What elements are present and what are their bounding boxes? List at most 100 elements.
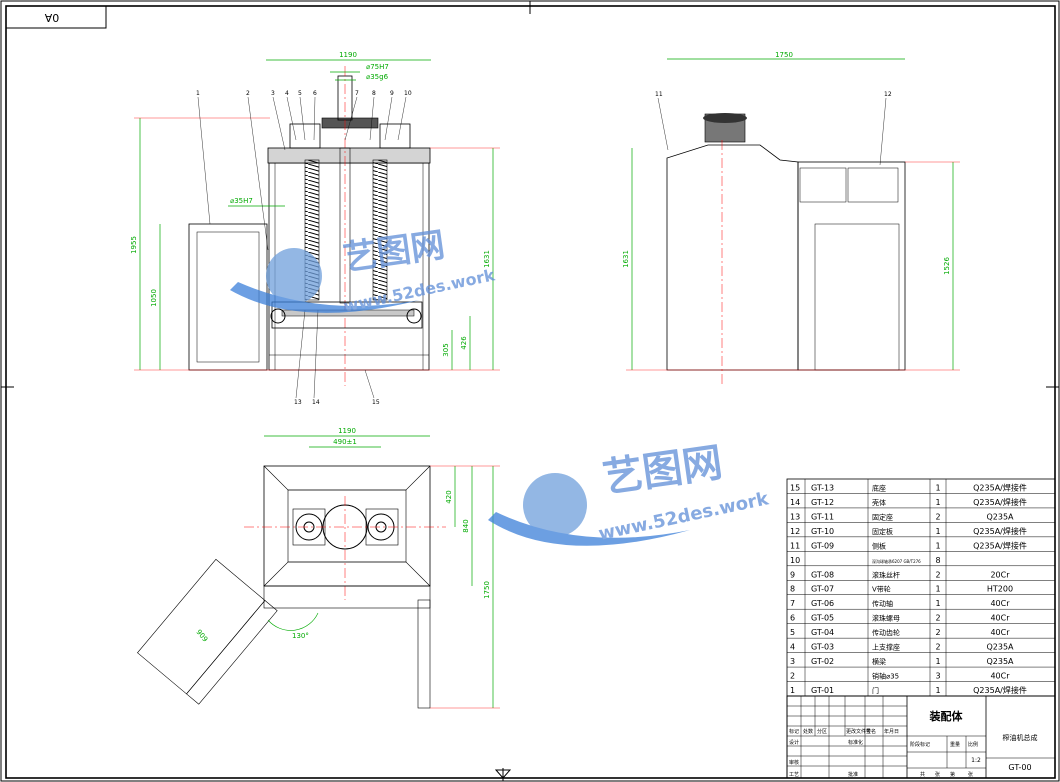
label-change-doc: 更改文件号: [846, 728, 871, 735]
dim-bore-75-label: ⌀75H7: [366, 63, 389, 71]
side-door: [814, 223, 900, 371]
bom-cell-qty: 2: [935, 614, 940, 623]
bom-cell-name: 门: [872, 686, 879, 695]
front-view: 1190 ⌀75H7 ⌀35g6 ⌀35H7 1955 1050 1631 42…: [130, 51, 500, 406]
label-mark: 标记: [789, 728, 799, 735]
watermark-globe: [266, 248, 322, 304]
bom-cell-no: 14: [790, 498, 800, 507]
balloon-10: 10: [404, 90, 412, 97]
balloon-14: 14: [312, 399, 320, 406]
bom-cell-no: 11: [790, 541, 800, 550]
stamp-text: 0A: [44, 11, 59, 24]
bom-cell-qty: 2: [935, 512, 940, 521]
bom-cell-name: 壳体: [872, 498, 886, 507]
side-compartment-1: [799, 167, 847, 203]
pivot-right: [406, 308, 422, 324]
bom-cell-code: GT-05: [811, 614, 834, 623]
balloon-8: 8: [372, 90, 376, 97]
bom-cell-mat: Q235A/焊接件: [973, 526, 1027, 536]
balloon-15: 15: [372, 399, 380, 406]
watermark-swoosh: [230, 282, 420, 313]
bom-cell-qty: 1: [935, 541, 940, 550]
plan-dim-1750-label: 1750: [483, 581, 491, 599]
bom-cell-qty: 1: [935, 498, 940, 507]
bom-cell-code: GT-02: [811, 657, 834, 666]
front-balloons: 1 2 3 4 5 6 7 8 9 10 13 14 15: [196, 90, 412, 406]
door-angle-label: 130°: [292, 632, 309, 640]
bom-cell-code: GT-07: [811, 585, 834, 594]
bom-cell-name: V带轮: [872, 585, 891, 594]
bom-cell-code: GT-12: [811, 498, 834, 507]
plan-dim-420-label: 420: [445, 490, 453, 503]
label-signature: 签名: [866, 728, 876, 735]
plan-outer: [263, 465, 431, 587]
bom-cell-name: 底座: [872, 483, 886, 492]
plan-dim-spacing-label: 490±1: [333, 438, 357, 446]
bom-cell-no: 1: [790, 686, 795, 695]
bom-cell-no: 9: [790, 570, 795, 579]
bom-cell-mat: 40Cr: [990, 614, 1010, 623]
bom-cell-name: 横梁: [872, 657, 886, 666]
plan-base: [263, 585, 431, 609]
plan-right-frame: [417, 599, 431, 709]
watermark-swoosh: [488, 512, 690, 546]
bom-cell-no: 15: [790, 483, 800, 492]
balloon-7: 7: [355, 90, 359, 97]
dim-front-width-label: 1190: [339, 51, 357, 59]
press-plate: [271, 301, 423, 329]
label-count: 处数: [803, 728, 813, 735]
side-pulley-top: [703, 113, 747, 123]
bom-cell-mat: 40Cr: [990, 672, 1010, 681]
bom-cell-code: GT-11: [811, 512, 834, 521]
side-dim-h-1526-label: 1526: [943, 257, 951, 275]
label-process: 工艺: [789, 772, 799, 778]
bom-cell-code: GT-08: [811, 570, 834, 579]
center-arrow-bottom: [494, 769, 512, 779]
bom-cell-qty: 1: [935, 686, 940, 695]
bom-cell-mat: Q235A/焊接件: [973, 540, 1027, 550]
plan-dim-840-label: 840: [462, 519, 470, 532]
balloon-9: 9: [390, 90, 394, 97]
side-dim-width-label: 1750: [775, 51, 793, 59]
balloon-1: 1: [196, 90, 200, 97]
side-body-right: [797, 161, 906, 371]
bom-cell-code: GT-03: [811, 643, 834, 652]
title-block: 标记 处数 分区 更改文件号 签名 年月日 设计 标准化 审核 工艺 批准 阶段…: [786, 695, 1056, 779]
plan-hopper: [263, 465, 431, 587]
label-approve: 批准: [848, 771, 858, 778]
balloon-4: 4: [285, 90, 289, 97]
bom-cell-name: 固定座: [872, 512, 893, 521]
balloon-2: 2: [246, 90, 250, 97]
dim-shaft-35-label: ⌀35g6: [366, 73, 389, 81]
balloon-6: 6: [313, 90, 317, 97]
bom-cell-no: 2: [790, 672, 795, 681]
bom-cell-no: 12: [790, 527, 800, 536]
bom-cell-mat: 40Cr: [990, 599, 1010, 608]
bom-cell-mat: Q235A: [986, 657, 1014, 666]
gear-left: [289, 123, 321, 149]
label-date: 年月日: [884, 728, 899, 735]
title-block-frame: [786, 695, 1056, 779]
bom-cell-code: GT-09: [811, 541, 834, 550]
bom-cell-no: 6: [790, 614, 795, 623]
dim-h-305-label: 305: [442, 343, 450, 356]
balloon-13: 13: [294, 399, 302, 406]
bom-cell-code: GT-13: [811, 483, 834, 492]
project-name: 榨油机总成: [1003, 733, 1038, 742]
watermark-bottom: 艺图网 www.52des.work: [488, 440, 771, 546]
bom-cell-name: 传动轴: [872, 599, 893, 608]
bom-cell-no: 3: [790, 657, 795, 666]
label-weight: 重量: [950, 741, 960, 748]
label-no: 第: [950, 771, 955, 778]
scale-value: 1:2: [971, 757, 981, 764]
plan-hopper-inner: [287, 489, 407, 563]
bom-cell-qty: 1: [935, 657, 940, 666]
bom-cell-qty: 2: [935, 643, 940, 652]
bom-cell-mat: Q235A/焊接件: [973, 685, 1027, 695]
bom-cell-name: 滚珠螺母: [872, 614, 900, 623]
bom-cell-qty: 1: [935, 483, 940, 492]
bom-cell-mat: Q235A/焊接件: [973, 497, 1027, 507]
